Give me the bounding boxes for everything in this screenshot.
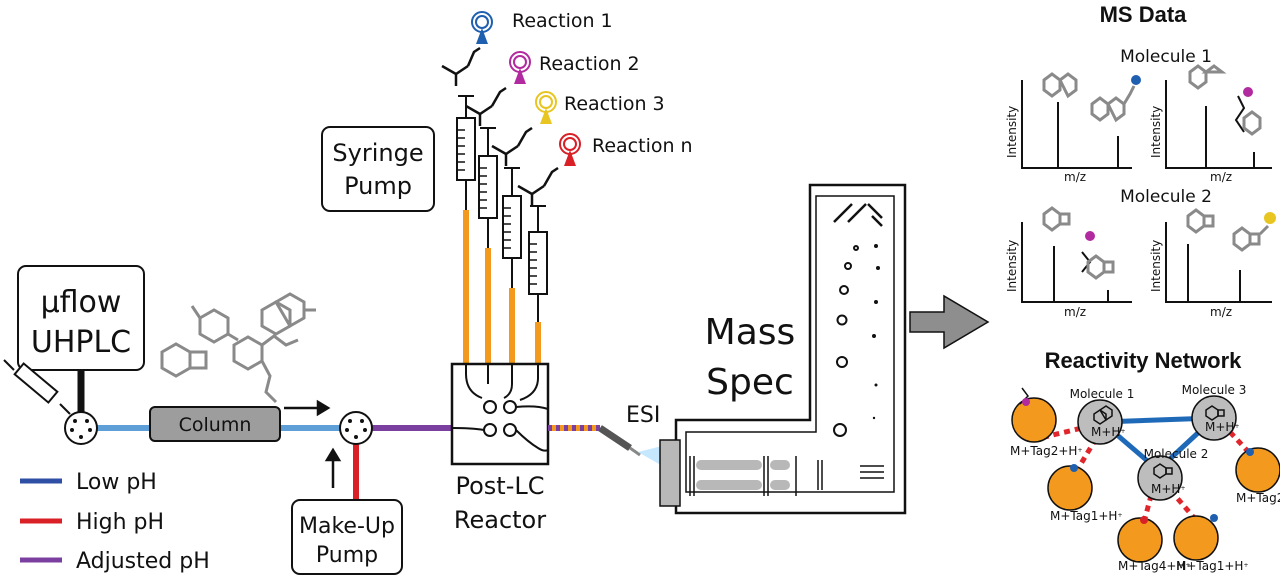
reaction-n-label: Reaction n bbox=[592, 135, 693, 157]
ylabel: Intensity bbox=[1005, 106, 1019, 158]
makeup-label-line2: Pump bbox=[316, 543, 378, 568]
reactor-label-line1: Post-LC bbox=[455, 472, 544, 500]
reaction-3-tag-icon bbox=[535, 91, 557, 124]
legend-adjusted-ph: Adjusted pH bbox=[76, 549, 210, 574]
molecule-3-node-label: Molecule 3 bbox=[1182, 383, 1247, 397]
reaction-2-tag-icon bbox=[509, 51, 531, 84]
analyte-molecules-icon bbox=[160, 292, 316, 404]
ms-label-line1: Mass bbox=[705, 312, 796, 353]
network-node-molecule-3: M+H+ Molecule 3 bbox=[1182, 383, 1247, 441]
syringe-2 bbox=[478, 127, 498, 364]
legend-high-ph: High pH bbox=[76, 510, 164, 535]
tag-a-label: M+Tag2+H+ bbox=[1010, 444, 1082, 458]
syringe-label-line2: Pump bbox=[344, 172, 412, 200]
reaction-tag-icons bbox=[471, 11, 581, 166]
output-arrow-icon bbox=[909, 294, 990, 350]
core-label: M+H+ bbox=[1151, 482, 1185, 496]
spectrum-panel-m2-b: Intensity m/z bbox=[1149, 208, 1276, 319]
xlabel: m/z bbox=[1064, 305, 1086, 319]
molecule2-spectra-label: Molecule 2 bbox=[1120, 187, 1212, 207]
reaction-2-label: Reaction 2 bbox=[539, 53, 640, 75]
xlabel: m/z bbox=[1064, 170, 1086, 184]
injector-syringe-icon bbox=[3, 359, 71, 415]
esi-label: ESI bbox=[626, 403, 660, 428]
xlabel: m/z bbox=[1210, 305, 1232, 319]
injection-valve bbox=[64, 411, 98, 445]
tag-c-label: M+Tag2+H+ bbox=[1236, 491, 1280, 505]
tag-e-label: M+Tag1+H+ bbox=[1176, 559, 1248, 573]
uhplc-label-line2: UHPLC bbox=[31, 325, 131, 360]
core-label: M+H+ bbox=[1205, 420, 1239, 434]
mass-spectrometer: Mass Spec bbox=[659, 183, 907, 515]
ylabel: Intensity bbox=[1149, 240, 1163, 292]
makeup-pump: Make-Up Pump bbox=[291, 499, 403, 575]
network-node-tag-a: M+Tag2+H+ bbox=[1010, 387, 1082, 458]
tag-b-label: M+Tag1+H+ bbox=[1050, 509, 1122, 523]
molecule1-spectra-label: Molecule 1 bbox=[1120, 47, 1212, 67]
syringe-pump-label-box: Syringe Pump bbox=[321, 126, 435, 212]
reaction-1-tag-icon bbox=[471, 11, 493, 44]
reactor-label-line2: Reactor bbox=[454, 506, 546, 534]
post-lc-reactor-chip: Post-LC Reactor bbox=[450, 362, 550, 534]
ylabel: Intensity bbox=[1005, 240, 1019, 292]
reagent-structures bbox=[441, 46, 559, 206]
network-node-tag-c: M+Tag2+H+ bbox=[1235, 447, 1280, 505]
molecule-2-node-label: Molecule 2 bbox=[1144, 447, 1209, 461]
syringe-3 bbox=[502, 167, 522, 364]
makeup-label-line1: Make-Up bbox=[299, 514, 395, 539]
ylabel: Intensity bbox=[1149, 106, 1163, 158]
syringe-1 bbox=[456, 95, 476, 364]
tag-d-label: M+Tag4+H+ bbox=[1118, 559, 1190, 573]
uhplc-label-line1: µflow bbox=[41, 285, 122, 320]
mixing-valve bbox=[339, 411, 373, 445]
spectrum-panel-m2-a: Intensity m/z bbox=[1005, 206, 1132, 319]
core-label: M+H+ bbox=[1091, 425, 1125, 439]
reagent-syringes bbox=[456, 95, 548, 364]
network-node-molecule-2: M+H+ Molecule 2 bbox=[1137, 447, 1209, 501]
network-node-molecule-1: M+H+ Molecule 1 bbox=[1070, 387, 1135, 445]
syringe-4 bbox=[528, 205, 548, 364]
syringe-label-line1: Syringe bbox=[332, 139, 423, 167]
spectrum-panel-m1-a: Intensity m/z bbox=[1005, 72, 1141, 184]
spectrum-panel-m1-b: Intensity m/z bbox=[1149, 64, 1272, 184]
legend-low-ph: Low pH bbox=[76, 470, 157, 495]
network-node-tag-d: M+Tag4+H+ bbox=[1117, 516, 1190, 573]
uhplc-module: µflow UHPLC bbox=[17, 265, 145, 412]
network-node-tag-b: M+Tag1+H+ bbox=[1047, 464, 1122, 523]
reaction-n-tag-icon bbox=[559, 133, 581, 166]
ph-legend: Low pH High pH Adjusted pH bbox=[20, 470, 210, 574]
xlabel: m/z bbox=[1210, 170, 1232, 184]
reaction-3-label: Reaction 3 bbox=[564, 93, 665, 115]
reaction-labels: Reaction 1 Reaction 2 Reaction 3 Reactio… bbox=[512, 10, 693, 157]
flow-lines bbox=[92, 425, 452, 500]
reaction-1-label: Reaction 1 bbox=[512, 10, 613, 32]
molecule-1-node-label: Molecule 1 bbox=[1070, 387, 1135, 401]
lc-column: Column bbox=[149, 406, 281, 442]
network-node-tag-e: M+Tag1+H+ bbox=[1173, 514, 1248, 573]
ms-label-line2: Spec bbox=[706, 362, 794, 403]
esi-transfer-line: ESI bbox=[548, 403, 666, 468]
ms-data-title: MS Data bbox=[1100, 2, 1188, 27]
flow-arrows bbox=[284, 399, 342, 488]
network-title: Reactivity Network bbox=[1045, 348, 1243, 373]
column-label: Column bbox=[179, 414, 252, 436]
